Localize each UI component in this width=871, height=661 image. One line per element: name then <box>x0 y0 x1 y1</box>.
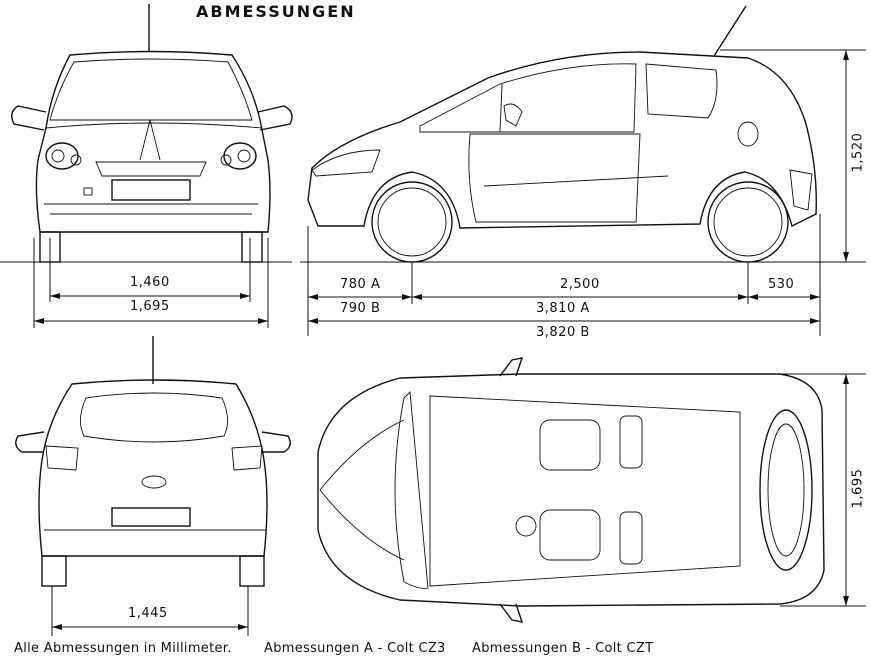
wheelbase-label: 2,500 <box>560 277 600 292</box>
height-label: 1,520 <box>850 132 866 173</box>
rear-view-car <box>15 336 291 587</box>
length-a-label: 3,810 A <box>536 301 590 316</box>
units-note: Alle Abmessungen in Millimeter. <box>14 641 232 656</box>
top-width-label: 1,695 <box>850 468 866 509</box>
side-view-car <box>307 5 817 263</box>
front-overhang-b-label: 790 B <box>340 301 381 316</box>
length-b-label: 3,820 B <box>536 325 590 340</box>
rear-overhang-label: 530 <box>768 277 795 292</box>
front-overall-width-label: 1,695 <box>130 299 170 314</box>
dimension-lines <box>0 49 866 636</box>
front-view-car <box>11 4 293 263</box>
variant-a-note: Abmessungen A - Colt CZ3 <box>264 641 446 656</box>
top-view-car <box>317 357 825 623</box>
rear-track-label: 1,445 <box>128 606 168 621</box>
front-track-label: 1,460 <box>130 275 170 290</box>
variant-b-note: Abmessungen B - Colt CZT <box>472 641 654 656</box>
drawing-title: ABMESSUNGEN <box>196 2 356 21</box>
front-overhang-a-label: 780 A <box>340 277 381 292</box>
